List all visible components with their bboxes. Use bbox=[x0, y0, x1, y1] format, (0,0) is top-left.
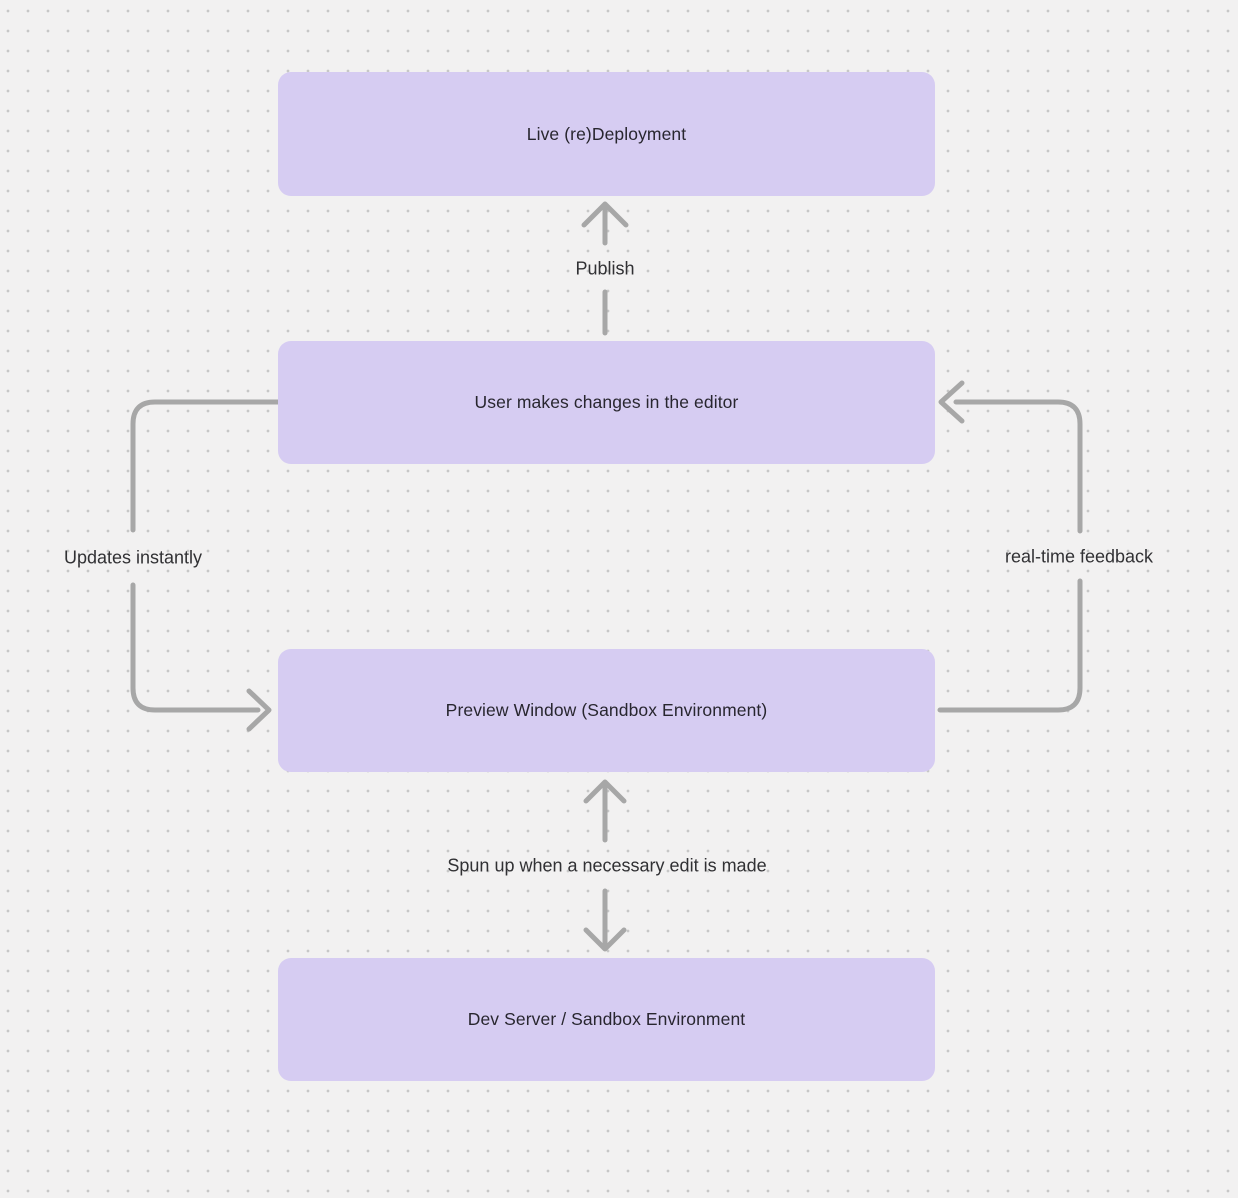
node-label: Dev Server / Sandbox Environment bbox=[467, 1009, 746, 1029]
arrow-updates-upper bbox=[130, 399, 281, 533]
node-label: Live (re)Deployment bbox=[526, 123, 687, 144]
node-preview-window: Preview Window (Sandbox Environment) bbox=[278, 649, 935, 772]
arrow-updates-lower bbox=[130, 582, 261, 713]
node-user-changes: User makes changes in the editor bbox=[278, 341, 935, 464]
arrow-updates-instantly bbox=[130, 399, 281, 732]
node-label: Preview Window (Sandbox Environment) bbox=[445, 700, 768, 720]
arrow-feedback-lower bbox=[937, 578, 1083, 713]
node-dev-server: Dev Server / Sandbox Environment bbox=[278, 958, 935, 1081]
edge-label-updates-instantly: Updates instantly bbox=[63, 547, 203, 568]
arrow-spun-up bbox=[583, 779, 627, 952]
arrow-left-icon bbox=[938, 380, 965, 424]
arrow-right-icon bbox=[246, 688, 272, 732]
arrow-up-icon bbox=[581, 201, 629, 228]
node-live-deployment: Live (re)Deployment bbox=[278, 72, 935, 196]
arrow-up-icon bbox=[583, 779, 627, 804]
edge-label-realtime-feedback: real-time feedback bbox=[1004, 546, 1154, 567]
arrow-publish bbox=[581, 201, 629, 336]
arrow-down-icon bbox=[583, 927, 627, 952]
edge-label-spun-up: Spun up when a necessary edit is made bbox=[447, 855, 767, 876]
edge-label-publish: Publish bbox=[575, 258, 635, 279]
arrow-realtime-feedback bbox=[937, 380, 1083, 713]
node-label: User makes changes in the editor bbox=[474, 392, 739, 412]
arrow-feedback-upper bbox=[953, 399, 1083, 534]
